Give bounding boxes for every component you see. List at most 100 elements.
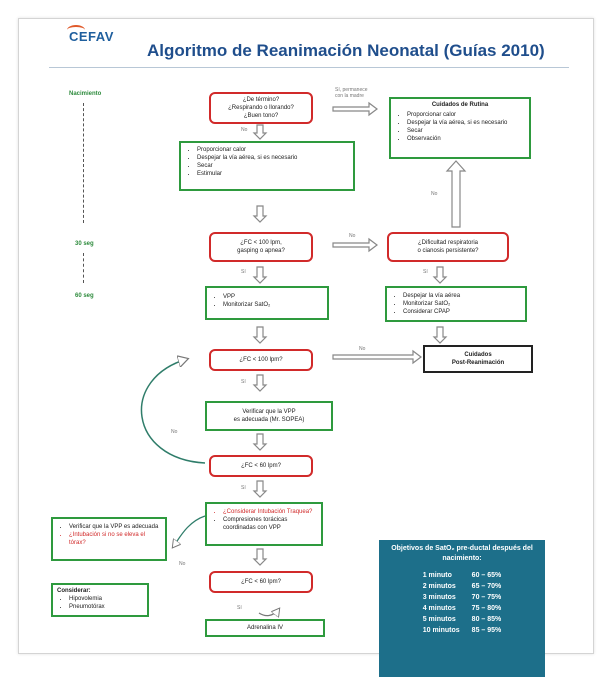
q-breathing: ¿Respirando o llorando? [228,105,294,111]
initial-steps-box: Proporcionar calor Despejar la vía aérea… [179,141,355,191]
verify-ppv-box: Verificar que la VPP es adecuada (Mr. SO… [205,401,333,431]
respiratory-distress-box: ¿Dificultad respiratoria o cianosis pers… [387,232,509,262]
spo2-targets-panel: Objetivos de SatO₂ pre-ductal después de… [379,540,545,677]
label-no-2: No [349,233,356,239]
timeline-birth: Nacimiento [69,91,102,97]
left-box-arrow [173,515,206,547]
spo2-row: 1 minuto 60 – 65% [417,570,508,581]
algorithm-page: CEFAV Algoritmo de Reanimación Neonatal … [18,18,594,677]
hr-60-box: ¿FC < 60 lpm? [209,455,313,477]
spo2-range: 80 – 85% [471,616,502,623]
q-hr-100: ¿FC < 100 lpm, [240,240,282,246]
label-no-loop: No [171,429,178,435]
q-term: ¿De término? [242,97,280,103]
arrow-3-4 [252,266,268,284]
cpap-box: Despejar la vía aérea Monitorizar SatO₂ … [385,286,527,322]
timeline-60s: 60 seg [75,293,94,299]
cpap-item: Despejar la vía aérea [403,292,521,300]
cefav-logo: CEFAV [67,25,114,44]
arrow-cpap-post [432,326,448,344]
post-line-1: Cuidados [464,352,492,358]
arrow-4-5 [252,326,268,344]
cpap-item: Considerar CPAP [403,308,521,316]
q-hr-100b: ¿FC < 100 lpm? [239,357,283,363]
verify-intubation-list: Verificar que la VPP es adecuada ¿Intuba… [57,523,161,547]
hr-60-box-2: ¿FC < 60 lpm? [209,571,313,593]
ppv-item: Monitorizar SatO₂ [223,301,323,309]
label-si-2: Sí [241,379,246,385]
routine-care-box: Cuidados de Rutina Proporcionar calor De… [389,97,531,159]
initial-step: Despejar la vía aérea, si es necesario [197,154,349,162]
arrow-5-6 [252,374,268,392]
spo2-row: 5 minutos 80 – 85% [417,614,508,625]
compressions-item: Compresiones torácicas coordinadas con V… [223,516,317,532]
arrow-dif-cpap [432,266,448,284]
ppv-box: VPP Monitorizar SatO₂ [205,286,329,320]
spo2-time: 4 minutos [422,605,456,612]
consider-title: Considerar: [57,588,91,594]
routine-item: Observación [407,135,525,143]
q-gasping: gasping o apnea? [237,248,285,254]
arrow-6-7 [252,433,268,451]
page-title: Algoritmo de Reanimación Neonatal (Guías… [147,41,545,60]
ppv-list: VPP Monitorizar SatO₂ [211,293,323,309]
initial-steps-list: Proporcionar calor Despejar la vía aérea… [185,146,349,178]
verify-intubation-box: Verificar que la VPP es adecuada ¿Intuba… [51,517,167,561]
arrow-1-2 [252,124,268,140]
spo2-range: 85 – 95% [471,627,502,634]
q-hr-60: ¿FC < 60 lpm? [241,463,281,469]
arrow-to-routine [332,101,378,117]
spo2-range: 60 – 65% [471,572,502,579]
hr-gasping-apnea-box: ¿FC < 100 lpm, gasping o apnea? [209,232,313,262]
verify-item: Verificar que la VPP es adecuada [69,523,161,531]
timeline-30s: 30 seg [75,241,94,247]
label-no-4: No [179,561,186,567]
hr-100-box: ¿FC < 100 lpm? [209,349,313,371]
si-curve-arrow [258,609,279,616]
q-hr-60b: ¿FC < 60 lpm? [241,579,281,585]
spo2-time: 10 minutos [422,627,460,634]
spo2-targets-title: Objetivos de SatO₂ pre-ductal después de… [391,545,533,562]
spo2-row: 10 minutos 85 – 95% [417,625,508,636]
label-si-3: Sí [241,485,246,491]
label-no-up: No [431,191,438,197]
q-cyanosis: o cianosis persistente? [417,248,479,254]
label-no-3: No [359,346,366,352]
arrow-2-3 [252,205,268,223]
spo2-time: 1 minuto [422,572,452,579]
initial-step: Secar [197,162,349,170]
cpap-list: Despejar la vía aérea Monitorizar SatO₂ … [391,292,521,316]
label-si-1: Sí [241,269,246,275]
post-resuscitation-box: Cuidados Post-Reanimación [423,345,533,373]
intubation-item: ¿Considerar Intubación Traquea? [223,508,317,516]
consider-item: Hipovolemia [69,595,143,603]
loop-arrow [140,359,206,464]
routine-care-title: Cuidados de Rutina [431,102,489,108]
flow-arrows [140,101,467,653]
arrow-to-post [332,349,422,365]
ppv-item: VPP [223,293,323,301]
adrenaline-box: Adrenalina IV [205,619,325,637]
verify-line-2: es adecuada (Mr. SOPEA) [233,417,305,423]
verify-line-1: Verificar que la VPP [242,409,296,415]
timeline-dash-1 [83,103,84,223]
spo2-time: 5 minutos [422,616,456,623]
consider-list: Hipovolemia Pneumotórax [57,595,143,611]
routine-item: Secar [407,127,525,135]
label-si-4: Sí [237,605,242,611]
title-divider [49,67,569,68]
consider-box: Considerar: Hipovolemia Pneumotórax [51,583,149,617]
compressions-box: ¿Considerar Intubación Traquea? Compresi… [205,502,323,546]
arrow-dif-routine [445,160,467,228]
assessment-box-term-breathing-tone: ¿De término? ¿Respirando o llorando? ¿Bu… [209,92,313,124]
timeline-dash-2 [83,253,84,283]
q-distress: ¿Dificultad respiratoria [417,240,479,246]
compressions-list: ¿Considerar Intubación Traquea? Compresi… [211,508,317,532]
q-tone: ¿Buen tono? [243,113,279,119]
arrow-7-8 [252,480,268,498]
label-si-dif: Sí [423,269,428,275]
intubation-question-item: ¿Intubación si no se eleva el tórax? [69,531,161,547]
